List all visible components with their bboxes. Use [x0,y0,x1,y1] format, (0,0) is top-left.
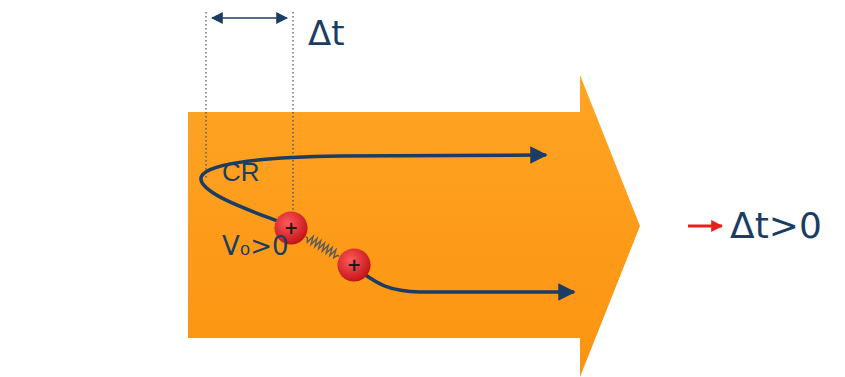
beam-arrow [188,75,640,377]
voltage-label: V₀>0 [222,232,289,261]
particle-body [337,248,370,281]
interval-label: Δt [308,15,345,52]
dotted-guide [292,12,293,210]
beam-label: CR [222,158,260,187]
result-label: Δt>0 [730,206,822,246]
charge-sign: + [337,248,371,282]
charged-particle: + [337,248,371,282]
result-arrow [688,225,722,228]
interval-arrow [212,17,287,19]
trajectory [201,155,546,226]
spring [306,236,340,257]
dotted-guide [205,12,206,178]
trajectory [352,266,574,292]
